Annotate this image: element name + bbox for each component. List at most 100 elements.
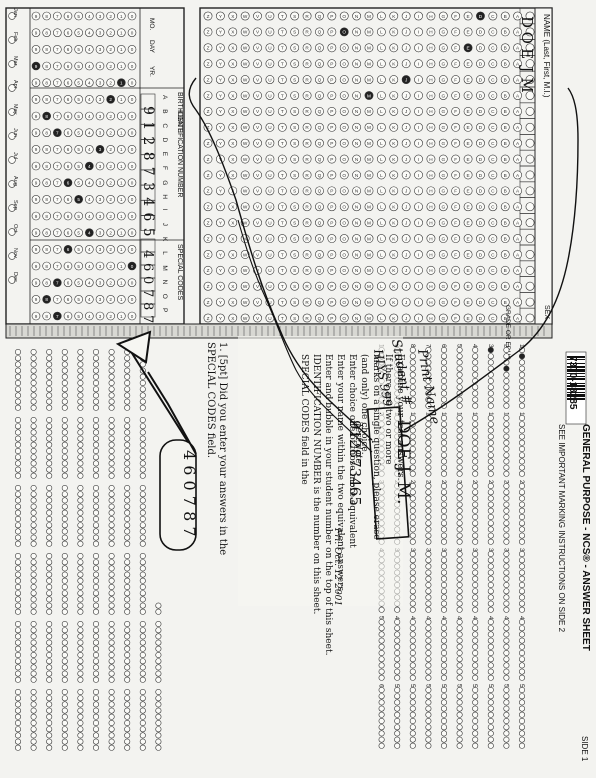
answer-bubble[interactable]: [77, 373, 84, 380]
answer-bubble[interactable]: [124, 651, 131, 658]
answer-bubble[interactable]: [378, 649, 385, 656]
name-grid-bubble[interactable]: M: [364, 170, 374, 180]
name-grid-bubble[interactable]: H: [426, 59, 436, 69]
answer-bubble[interactable]: [30, 386, 37, 393]
name-grid-bubble[interactable]: L: [376, 91, 386, 100]
answer-bubble[interactable]: [30, 701, 37, 708]
answer-bubble[interactable]: [425, 717, 432, 724]
answer-bubble[interactable]: [61, 416, 68, 423]
answer-bubble[interactable]: [93, 460, 100, 467]
answer-bubble[interactable]: [394, 649, 401, 656]
digit-bubble[interactable]: 5: [74, 211, 83, 221]
answer-bubble[interactable]: [108, 386, 115, 393]
answer-bubble[interactable]: [440, 588, 447, 595]
name-grid-bubble[interactable]: H: [426, 281, 436, 291]
name-grid-bubble[interactable]: W: [240, 265, 250, 275]
answer-bubble[interactable]: [472, 365, 479, 372]
name-grid-bubble[interactable]: J: [401, 202, 411, 212]
name-grid-bubble[interactable]: Q: [315, 250, 324, 259]
name-grid-bubble[interactable]: H: [426, 186, 436, 196]
answer-bubble[interactable]: [472, 414, 479, 421]
digit-bubble[interactable]: 5: [74, 61, 83, 71]
answer-bubble[interactable]: [440, 711, 447, 718]
answer-bubble[interactable]: [30, 491, 37, 498]
name-grid-bubble[interactable]: Z: [203, 59, 213, 69]
answer-bubble[interactable]: [77, 726, 84, 733]
answer-bubble[interactable]: [409, 730, 416, 737]
answer-bubble[interactable]: [409, 464, 416, 471]
answer-bubble[interactable]: [378, 693, 385, 700]
answer-bubble[interactable]: [409, 600, 416, 607]
digit-bubble[interactable]: 7: [53, 311, 62, 321]
answer-bubble[interactable]: [425, 649, 432, 656]
answer-bubble[interactable]: [61, 386, 68, 393]
name-grid-bubble[interactable]: K: [389, 122, 399, 132]
name-grid-bubble[interactable]: J: [401, 297, 411, 307]
answer-bubble[interactable]: [93, 484, 100, 491]
answer-bubble[interactable]: [487, 637, 494, 644]
answer-bubble[interactable]: [93, 664, 100, 671]
name-grid-bubble[interactable]: M: [364, 265, 374, 275]
answer-bubble[interactable]: [124, 577, 131, 584]
answer-bubble[interactable]: [425, 538, 432, 545]
answer-bubble[interactable]: [30, 713, 37, 720]
name-grid-bubble[interactable]: Z: [203, 138, 213, 148]
answer-bubble[interactable]: [15, 620, 22, 627]
answer-bubble[interactable]: [503, 377, 510, 384]
answer-bubble[interactable]: [456, 569, 463, 576]
answer-bubble[interactable]: [456, 433, 463, 440]
answer-bubble[interactable]: [46, 627, 53, 634]
answer-bubble[interactable]: [378, 686, 385, 693]
answer-bubble[interactable]: [30, 583, 37, 590]
answer-bubble[interactable]: [30, 361, 37, 368]
answer-bubble[interactable]: [15, 664, 22, 671]
answer-bubble[interactable]: [503, 730, 510, 737]
answer-bubble[interactable]: [77, 404, 84, 411]
answer-bubble[interactable]: [518, 575, 525, 582]
answer-bubble[interactable]: [440, 643, 447, 650]
answer-bubble[interactable]: [77, 466, 84, 473]
name-grid-bubble[interactable]: L: [376, 138, 386, 148]
name-grid-bubble[interactable]: I: [414, 218, 423, 228]
name-grid-bubble[interactable]: M: [364, 297, 374, 307]
answer-bubble[interactable]: [456, 674, 463, 681]
answer-bubble[interactable]: [77, 707, 84, 714]
name-grid-bubble[interactable]: [525, 122, 535, 132]
answer-bubble[interactable]: [425, 637, 432, 644]
answer-bubble[interactable]: [503, 618, 510, 625]
answer-bubble[interactable]: [518, 353, 525, 360]
digit-bubble[interactable]: 6: [63, 61, 73, 71]
answer-bubble[interactable]: [15, 515, 22, 522]
answer-bubble[interactable]: [503, 384, 510, 391]
answer-bubble[interactable]: [93, 707, 100, 714]
answer-bubble[interactable]: [440, 365, 447, 372]
answer-bubble[interactable]: [30, 738, 37, 745]
answer-bubble[interactable]: [409, 414, 416, 421]
answer-bubble[interactable]: [15, 416, 22, 423]
name-grid-bubble[interactable]: B: [500, 297, 510, 307]
answer-bubble[interactable]: [30, 398, 37, 405]
answer-bubble[interactable]: [61, 472, 68, 479]
answer-bubble[interactable]: [46, 528, 53, 535]
digit-bubble[interactable]: 5: [74, 28, 83, 37]
name-grid-bubble[interactable]: S: [290, 138, 300, 148]
answer-bubble[interactable]: [139, 460, 146, 467]
digit-bubble[interactable]: 5: [74, 145, 83, 154]
answer-bubble[interactable]: [15, 577, 22, 584]
name-grid-bubble[interactable]: I: [414, 265, 423, 275]
answer-bubble[interactable]: [46, 602, 53, 609]
answer-bubble[interactable]: [139, 688, 146, 695]
answer-bubble[interactable]: [378, 643, 385, 650]
name-grid-bubble[interactable]: E: [463, 234, 473, 243]
answer-bubble[interactable]: [425, 482, 432, 489]
answer-bubble[interactable]: [77, 583, 84, 590]
answer-bubble[interactable]: [425, 625, 432, 632]
answer-bubble[interactable]: [15, 565, 22, 572]
digit-bubble[interactable]: 9: [31, 245, 41, 254]
answer-bubble[interactable]: [518, 414, 525, 421]
name-grid-bubble[interactable]: I: [414, 281, 423, 291]
answer-bubble[interactable]: [77, 645, 84, 652]
answer-bubble[interactable]: [15, 454, 22, 461]
name-grid-bubble[interactable]: [525, 106, 535, 116]
answer-bubble[interactable]: [15, 670, 22, 677]
